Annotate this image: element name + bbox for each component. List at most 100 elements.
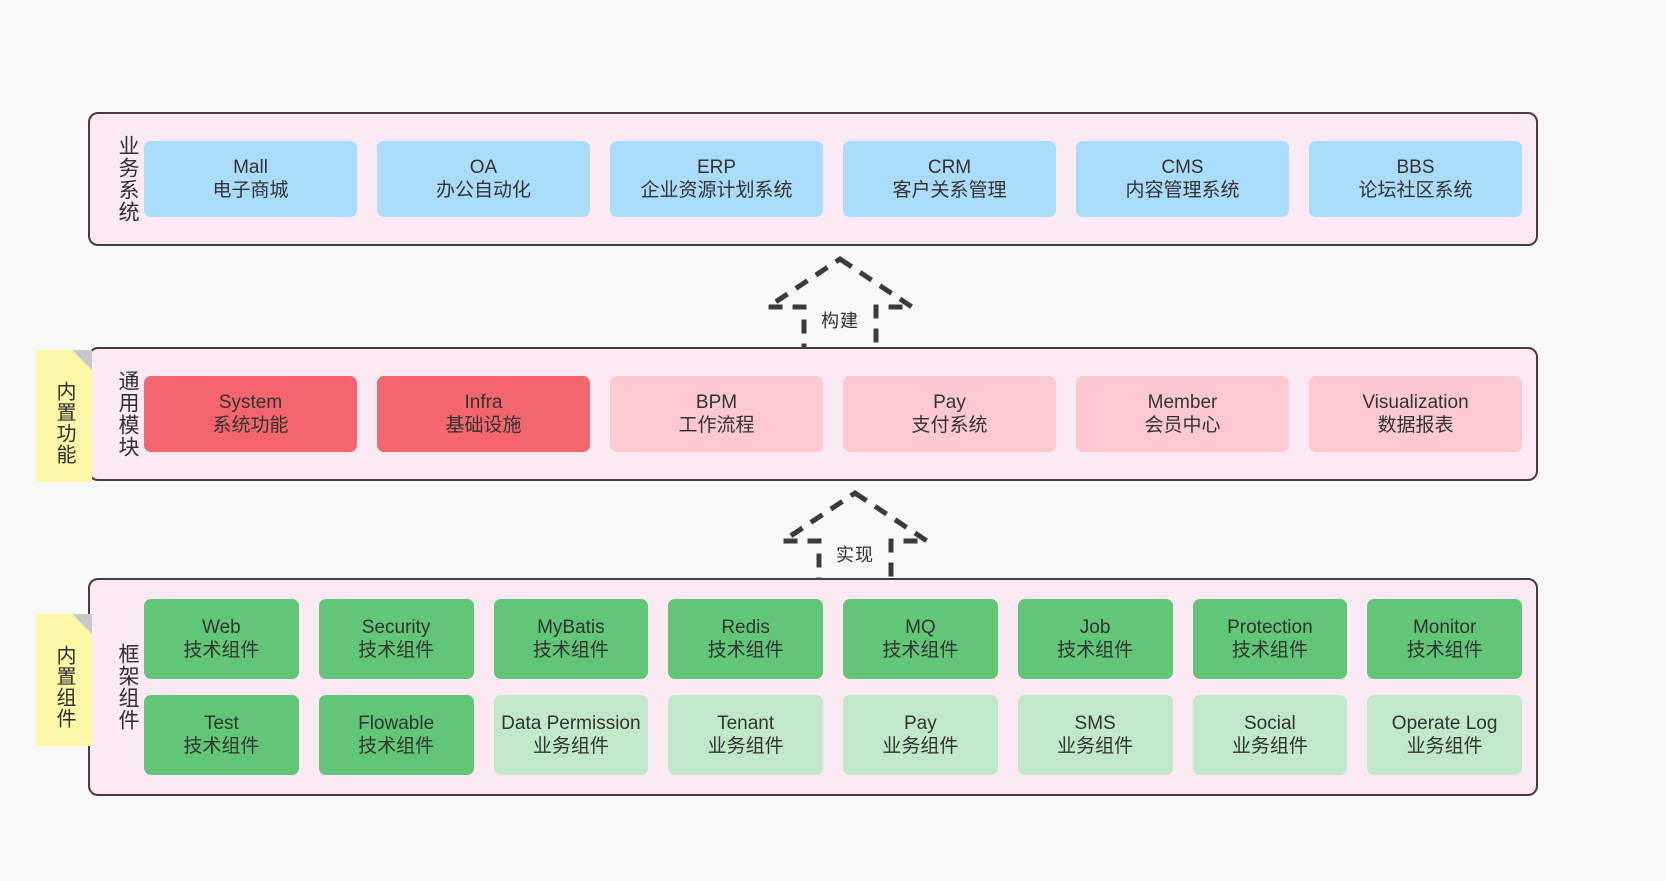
node-subtitle: 基础设施 <box>445 415 522 436</box>
node-redis[interactable]: Redis 技术组件 <box>668 599 823 679</box>
dashed-arrow-up-icon <box>759 255 921 358</box>
node-protection[interactable]: Protection 技术组件 <box>1192 599 1348 679</box>
node-mybatis[interactable]: MyBatis 技术组件 <box>493 599 649 679</box>
node-title: BPM <box>695 391 738 413</box>
node-cms[interactable]: CMS 内容管理系统 <box>1076 141 1289 217</box>
node-title: Flowable <box>358 712 435 734</box>
node-subtitle: 技术组件 <box>1231 640 1308 661</box>
layer-body-framework: Web 技术组件 Security 技术组件 MyBatis 技术组件 Redi… <box>138 580 1536 794</box>
node-subtitle: 技术组件 <box>707 640 784 661</box>
dashed-arrow-up-icon <box>774 489 936 592</box>
node-subtitle: 技术组件 <box>532 640 609 661</box>
node-subtitle: 业务组件 <box>882 736 959 757</box>
node-subtitle: 技术组件 <box>183 640 260 661</box>
node-title: SMS <box>1074 712 1116 734</box>
layer-label-framework: 框架组件 <box>116 643 139 731</box>
node-subtitle: 技术组件 <box>882 640 959 661</box>
node-title: Mall <box>233 156 268 178</box>
node-bpm[interactable]: BPM 工作流程 <box>610 376 823 452</box>
node-title: ERP <box>696 156 737 178</box>
node-web[interactable]: Web 技术组件 <box>144 599 299 679</box>
node-title: Tenant <box>717 712 775 734</box>
node-subtitle: 技术组件 <box>1406 640 1483 661</box>
node-title: Web <box>202 616 241 638</box>
note-builtin-function[interactable]: 内置功能 <box>36 350 92 482</box>
node-subtitle: 业务组件 <box>1231 736 1308 757</box>
node-title: Pay <box>933 391 966 413</box>
node-security[interactable]: Security 技术组件 <box>318 599 474 679</box>
node-subtitle: 技术组件 <box>358 736 435 757</box>
node-bbs[interactable]: BBS 论坛社区系统 <box>1309 141 1522 217</box>
node-title: Social <box>1244 712 1296 734</box>
node-mq[interactable]: MQ 技术组件 <box>843 599 998 679</box>
node-title: Operate Log <box>1391 712 1498 734</box>
node-title: System <box>218 391 283 413</box>
note-fold-corner-icon <box>72 614 92 634</box>
node-social[interactable]: Social 业务组件 <box>1192 695 1348 775</box>
layer-body-common: System 系统功能 Infra 基础设施 BPM 工作流程 Pay 支付系统… <box>138 349 1536 479</box>
node-subtitle: 电子商城 <box>212 180 289 201</box>
node-operate-log[interactable]: Operate Log 业务组件 <box>1367 695 1522 775</box>
node-title: CRM <box>927 156 972 178</box>
node-title: Job <box>1079 616 1111 638</box>
node-title: Member <box>1147 391 1218 413</box>
node-row: Test 技术组件 Flowable 技术组件 Data Permission … <box>144 695 1522 775</box>
node-system[interactable]: System 系统功能 <box>144 376 357 452</box>
layer-framework-component[interactable]: 框架组件 Web 技术组件 Security 技术组件 MyBatis 技术组件… <box>88 578 1538 796</box>
node-pay-module[interactable]: Pay 支付系统 <box>843 376 1056 452</box>
node-title: CMS <box>1161 156 1204 178</box>
layer-label-common: 通用模块 <box>116 370 139 458</box>
node-subtitle: 内容管理系统 <box>1125 180 1240 201</box>
node-subtitle: 系统功能 <box>212 415 289 436</box>
node-job[interactable]: Job 技术组件 <box>1017 599 1173 679</box>
node-sms[interactable]: SMS 业务组件 <box>1017 695 1173 775</box>
node-row: System 系统功能 Infra 基础设施 BPM 工作流程 Pay 支付系统… <box>144 376 1522 452</box>
node-row: Mall 电子商城 OA 办公自动化 ERP 企业资源计划系统 CRM 客户关系… <box>144 141 1522 217</box>
node-title: Pay <box>904 712 937 734</box>
node-subtitle: 业务组件 <box>1406 736 1483 757</box>
node-oa[interactable]: OA 办公自动化 <box>377 141 590 217</box>
note-label: 内置功能 <box>53 381 75 465</box>
node-subtitle: 会员中心 <box>1144 415 1221 436</box>
arrow-build: 构建 <box>759 255 921 359</box>
node-subtitle: 业务组件 <box>707 736 784 757</box>
node-title: Protection <box>1227 616 1313 638</box>
node-monitor[interactable]: Monitor 技术组件 <box>1367 599 1522 679</box>
node-erp[interactable]: ERP 企业资源计划系统 <box>610 141 823 217</box>
node-visualization[interactable]: Visualization 数据报表 <box>1309 376 1522 452</box>
layer-common-module[interactable]: 通用模块 System 系统功能 Infra 基础设施 BPM 工作流程 Pay… <box>88 347 1538 481</box>
node-subtitle: 业务组件 <box>1057 736 1134 757</box>
node-row: Web 技术组件 Security 技术组件 MyBatis 技术组件 Redi… <box>144 599 1522 679</box>
node-subtitle: 技术组件 <box>1057 640 1134 661</box>
node-title: OA <box>469 156 498 178</box>
node-subtitle: 工作流程 <box>678 415 755 436</box>
node-title: MyBatis <box>537 616 605 638</box>
node-test[interactable]: Test 技术组件 <box>144 695 299 775</box>
node-title: BBS <box>1396 156 1435 178</box>
node-title: Infra <box>464 391 503 413</box>
node-title: Test <box>203 712 239 734</box>
node-title: MQ <box>905 616 936 638</box>
node-pay-component[interactable]: Pay 业务组件 <box>843 695 998 775</box>
node-data-permission[interactable]: Data Permission 业务组件 <box>493 695 649 775</box>
layer-body-business: Mall 电子商城 OA 办公自动化 ERP 企业资源计划系统 CRM 客户关系… <box>138 114 1536 244</box>
layer-label-business: 业务系统 <box>116 135 139 223</box>
node-title: Data Permission <box>501 712 641 734</box>
node-flowable[interactable]: Flowable 技术组件 <box>318 695 474 775</box>
node-mall[interactable]: Mall 电子商城 <box>144 141 357 217</box>
node-tenant[interactable]: Tenant 业务组件 <box>668 695 823 775</box>
node-subtitle: 技术组件 <box>358 640 435 661</box>
node-subtitle: 企业资源计划系统 <box>640 180 793 201</box>
node-member[interactable]: Member 会员中心 <box>1076 376 1289 452</box>
node-subtitle: 客户关系管理 <box>892 180 1007 201</box>
node-title: Monitor <box>1412 616 1477 638</box>
node-title: Security <box>361 616 431 638</box>
node-infra[interactable]: Infra 基础设施 <box>377 376 590 452</box>
node-title: Redis <box>721 616 770 638</box>
note-builtin-component[interactable]: 内置组件 <box>36 614 92 746</box>
note-fold-corner-icon <box>72 350 92 370</box>
layer-business-system[interactable]: 业务系统 Mall 电子商城 OA 办公自动化 ERP 企业资源计划系统 CRM… <box>88 112 1538 246</box>
node-subtitle: 技术组件 <box>183 736 260 757</box>
node-crm[interactable]: CRM 客户关系管理 <box>843 141 1056 217</box>
